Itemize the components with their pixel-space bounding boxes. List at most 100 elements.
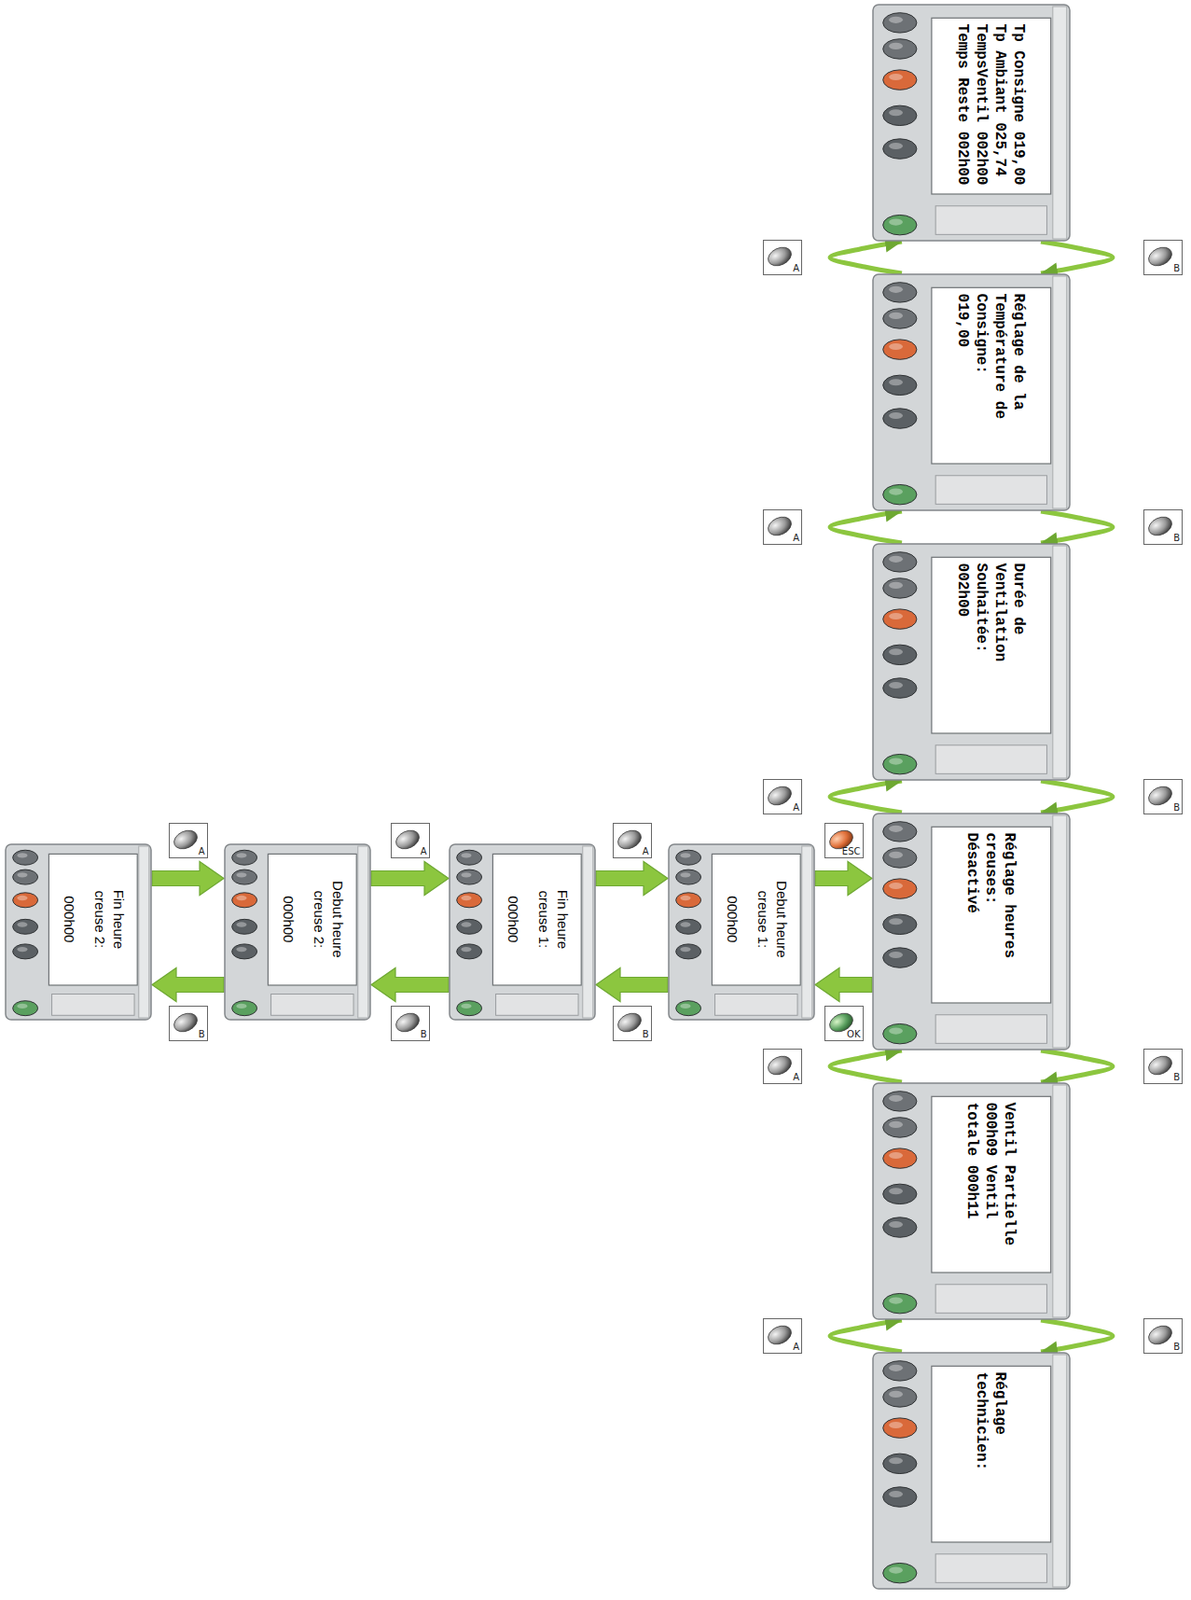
device-button xyxy=(883,484,917,504)
screen-text: Réglage de la Température de Consigne: 0… xyxy=(954,292,1029,428)
device-button xyxy=(883,13,917,33)
device-button xyxy=(676,869,702,885)
device-button xyxy=(883,1117,917,1137)
button-shine xyxy=(888,73,903,81)
button-oval xyxy=(764,782,794,808)
device-housing xyxy=(872,1352,1070,1589)
device-strip xyxy=(358,845,369,1018)
display-area: Debut heure creuse 2:000h00 xyxy=(267,853,357,985)
controller-device xyxy=(223,843,372,1021)
device-button xyxy=(232,849,258,865)
screen-text: 000h00 xyxy=(722,895,742,942)
display-text-frame: Tp Consigne 019,00 Tp Ambiant 025,74 Tem… xyxy=(931,17,1052,194)
device-button xyxy=(13,918,39,934)
device-button xyxy=(457,999,483,1015)
button-shine xyxy=(888,882,903,889)
block-arrow xyxy=(371,861,449,896)
display-text-frame: Debut heure creuse 2:000h00 xyxy=(267,853,357,985)
button-icon: B xyxy=(168,1005,208,1041)
device-housing xyxy=(872,4,1070,241)
label-plate xyxy=(935,475,1047,505)
button-shine xyxy=(888,825,903,832)
device-button xyxy=(676,891,702,907)
device-button xyxy=(883,1023,917,1043)
button-letter: A xyxy=(642,846,650,857)
button-oval xyxy=(764,1052,794,1078)
display-window xyxy=(931,17,1052,194)
screen-text: Réglage technicien: xyxy=(972,1371,1011,1479)
button-shine xyxy=(888,1187,903,1194)
button-shine xyxy=(888,681,903,689)
button-icon: B xyxy=(1143,778,1183,815)
device-button xyxy=(13,999,39,1015)
device-button xyxy=(232,918,258,934)
display-window xyxy=(48,853,138,985)
device-button xyxy=(13,869,39,885)
button-oval xyxy=(764,243,794,269)
lcd-screen: Debut heure creuse 1:000h00 xyxy=(667,843,816,1021)
button-letter: A xyxy=(198,846,206,857)
button-shine xyxy=(888,378,903,386)
button-oval xyxy=(614,1009,644,1035)
screen-text: Durée de Ventilation Souhaitée: 002h00 xyxy=(954,562,1029,670)
device-housing xyxy=(668,844,815,1020)
button-oval xyxy=(1145,1052,1175,1078)
button-oval xyxy=(1145,1321,1175,1347)
display-area: Durée de Ventilation Souhaitée: 002h00 xyxy=(931,556,1052,734)
button-icon: B xyxy=(612,1005,652,1041)
device-button xyxy=(883,105,917,125)
curved-arrow xyxy=(830,1319,902,1352)
button-letter: OK xyxy=(846,1029,860,1039)
button-shine xyxy=(460,945,471,951)
device-button xyxy=(232,999,258,1015)
device-housing xyxy=(872,543,1070,780)
device-button xyxy=(883,69,917,90)
button-shine xyxy=(888,612,903,620)
curved-arrow xyxy=(830,780,902,813)
screen-text: Debut heure creuse 2: xyxy=(309,872,347,966)
button-shine xyxy=(16,894,28,900)
button-letter: B xyxy=(1173,803,1180,813)
button-shine xyxy=(460,894,471,900)
button-letter: B xyxy=(1173,1342,1180,1352)
button-shine xyxy=(888,648,903,655)
device-button xyxy=(883,914,917,934)
device-strip xyxy=(1052,815,1067,1048)
button-shine xyxy=(888,851,903,859)
label-plate xyxy=(935,1284,1047,1314)
device-button xyxy=(883,1292,917,1313)
device-button xyxy=(13,849,39,865)
display-window xyxy=(711,853,801,985)
button-shine xyxy=(16,945,28,951)
device-button xyxy=(883,1148,917,1168)
button-shine xyxy=(16,852,28,858)
block-arrow xyxy=(815,861,873,896)
button-oval xyxy=(1145,512,1175,539)
button-shine xyxy=(888,1390,903,1398)
button-letter: A xyxy=(792,1072,800,1082)
controller-device xyxy=(4,843,153,1021)
display-area: Réglage heures creuses: Désactivé xyxy=(931,826,1052,1003)
device-button xyxy=(883,1386,917,1407)
device-button xyxy=(457,942,483,958)
label-plate xyxy=(935,206,1047,236)
display-window xyxy=(931,826,1052,1003)
device-button xyxy=(883,1217,917,1237)
device-strip xyxy=(1052,545,1067,778)
device-button xyxy=(883,578,917,598)
display-text-frame: Réglage technicien: xyxy=(931,1365,1052,1542)
button-shine xyxy=(460,872,471,877)
button-icon: B xyxy=(1143,1317,1183,1354)
display-area: Fin heure creuse 1:000h00 xyxy=(492,853,582,985)
display-window xyxy=(931,1365,1052,1542)
controller-device xyxy=(872,1351,1071,1590)
display-window xyxy=(267,853,357,985)
display-text-frame: Fin heure creuse 2:000h00 xyxy=(48,853,138,985)
button-icon: B xyxy=(1143,1048,1183,1084)
button-shine xyxy=(235,1002,247,1008)
device-button xyxy=(883,552,917,572)
button-letter: B xyxy=(420,1029,428,1039)
button-shine xyxy=(888,1151,903,1159)
device-button xyxy=(883,644,917,665)
button-letter: A xyxy=(792,533,800,543)
